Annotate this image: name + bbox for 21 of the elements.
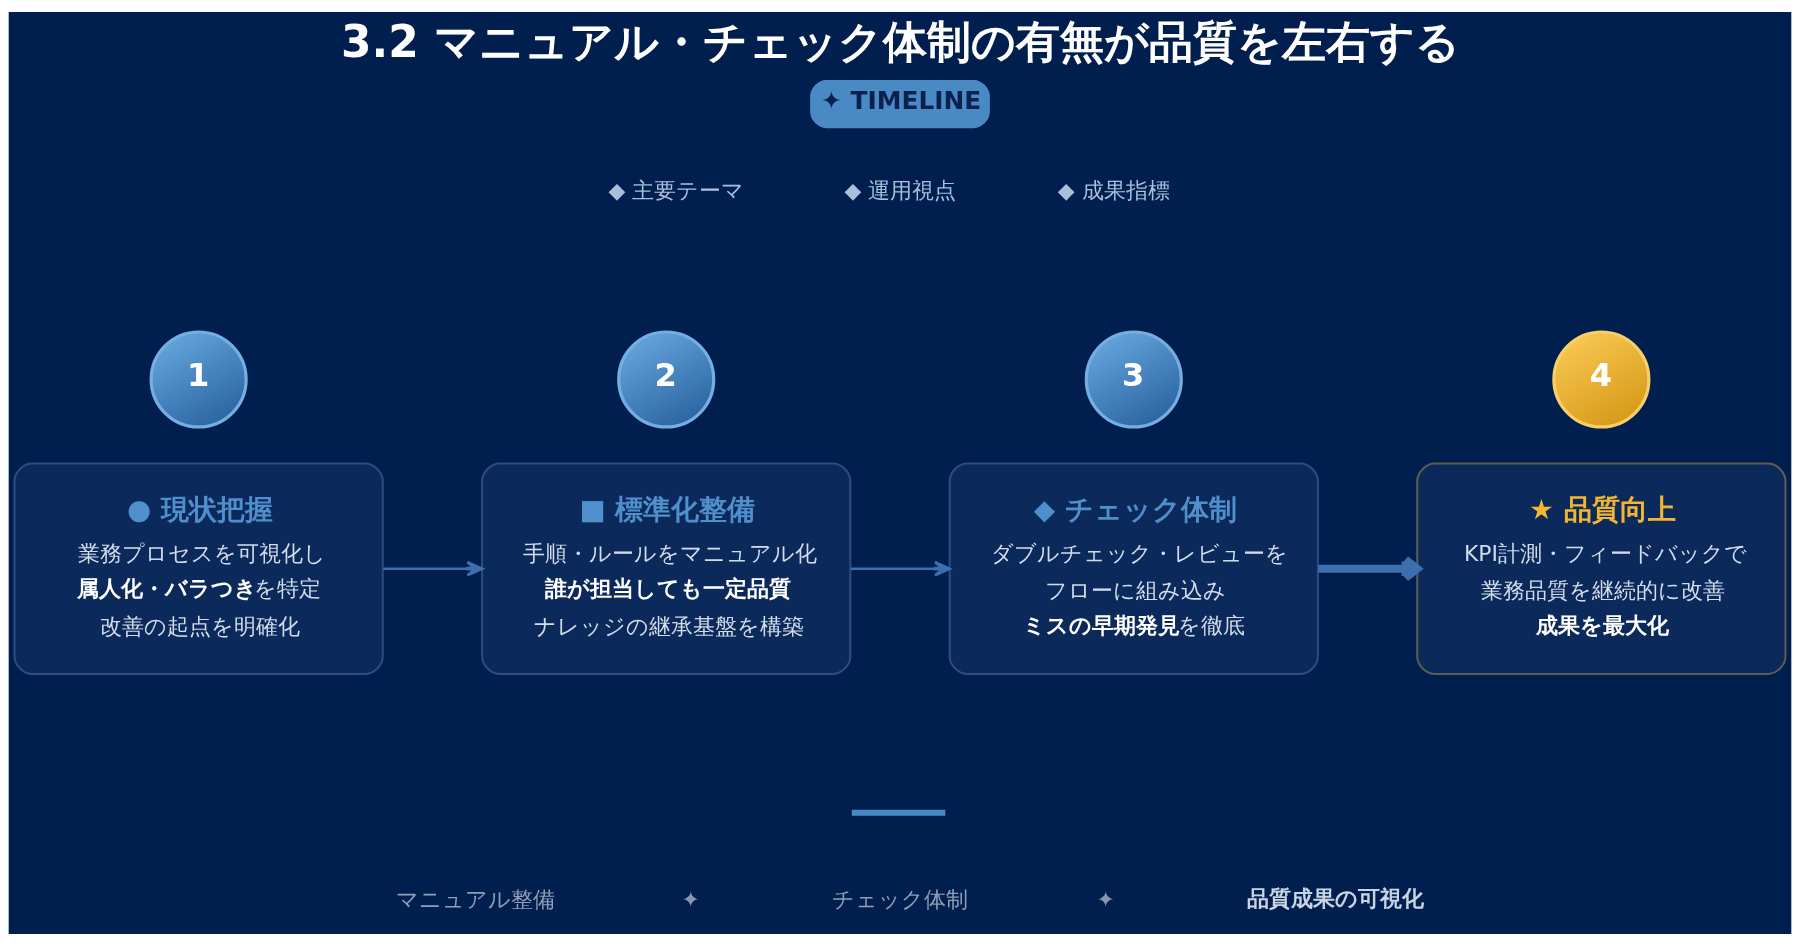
label: マニュアル整備 [395,886,555,912]
label: チェック体制 [832,886,969,912]
node-box: ★ 品質向上 KPI計測・フィードバックで 業務品質を継続的に改善 成果を最大化 [1416,461,1787,675]
node-circle: 3 [1084,329,1183,429]
label: ◆ 運用視点 [844,177,957,203]
arrow [850,560,951,577]
label: ◆ 成果指標 [1057,177,1170,203]
node-box: ◆ チェック体制 ダブルチェック・レビューを フローに組み込み ミスの早期発見を徹底 [948,461,1319,675]
label: ✦ [681,886,700,912]
label: ✦ [1096,886,1115,912]
arrow [1318,555,1422,582]
node-circle: 4 [1552,329,1651,429]
label: ✦ TIMELINE [821,85,982,115]
node-box: ■ 標準化整備 手順・ルールをマニュアル化 誰が担当しても一定品質 ナレッジの継承基盤を構築 [481,461,852,675]
node-circle: 2 [617,329,716,429]
label: ◆ 主要テーマ [608,177,745,203]
node-box: ● 現状把握 業務プロセスを可視化し 属人化・バラつきを特定 改善の起点を明確化 [13,461,384,675]
node-circle: 1 [149,329,248,429]
label: 品質成果の可視化 [1247,885,1425,911]
diagram-title: 3.2 マニュアル・チェック体制の有無が品質を左右する [341,15,1461,67]
arrow [383,560,484,577]
